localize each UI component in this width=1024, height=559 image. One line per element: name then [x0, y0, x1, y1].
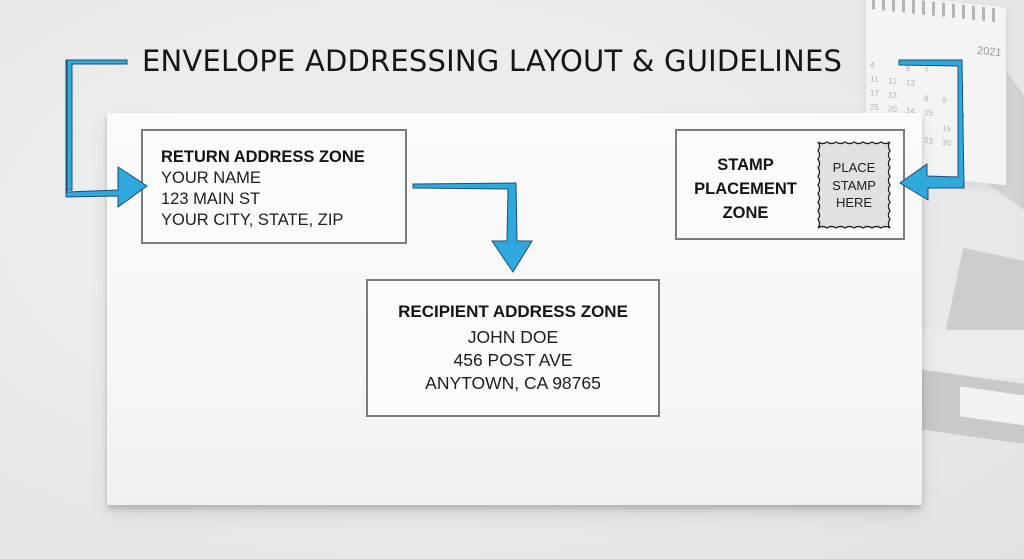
calendar-day — [906, 92, 924, 103]
calendar-day: 13 — [906, 78, 915, 88]
calendar-day: 23 — [924, 135, 933, 146]
stamp-zone-title-line: ZONE — [722, 204, 769, 222]
calendar-day: 16 — [942, 123, 951, 134]
calendar-day — [960, 140, 978, 151]
calendar-day: 6 — [906, 64, 911, 74]
calendar-year: 2021 — [976, 44, 1003, 60]
postage-stamp-icon: PLACE STAMP HERE — [815, 139, 893, 231]
diagram-title: ENVELOPE ADDRESSING LAYOUT & GUIDELINES — [142, 44, 843, 78]
calendar-day: 11 — [870, 74, 879, 85]
calendar-day: 7 — [924, 65, 929, 76]
calendar-day: 9 — [960, 111, 965, 122]
stamp-zone-title-line: STAMP — [717, 156, 774, 174]
calendar-day: 9 — [942, 95, 947, 106]
recipient-zone-title: RECIPIENT ADDRESS ZONE — [398, 302, 628, 321]
recipient-address-zone: RECIPIENT ADDRESS ZONE JOHN DOE 456 POST… — [366, 279, 660, 417]
stamp-perforated-border — [817, 141, 891, 229]
calendar-day — [888, 62, 906, 73]
calendar-day: 8 — [924, 93, 929, 104]
calendar-day: 15 — [924, 107, 933, 118]
calendar-day — [960, 70, 978, 81]
calendar-day: 2 — [960, 83, 965, 94]
calendar-day — [960, 98, 978, 109]
calendar-day: 4 — [870, 60, 875, 70]
calendar-day — [960, 126, 978, 137]
return-address-zone: RETURN ADDRESS ZONE YOUR NAME 123 MAIN S… — [141, 129, 407, 244]
calendar-day — [942, 110, 960, 121]
recipient-name: JOHN DOE — [467, 327, 559, 347]
recipient-street: 456 POST AVE — [453, 350, 573, 370]
calendar-day: 25 — [870, 102, 879, 113]
calendar-day: 12 — [888, 76, 897, 87]
stamp-zone-title: STAMP PLACEMENT ZONE — [677, 153, 814, 225]
stamp-text-line: PLACE — [832, 160, 876, 175]
calendar-day — [924, 80, 942, 91]
return-street: 123 MAIN ST — [161, 190, 261, 208]
return-zone-title: RETURN ADDRESS ZONE — [161, 148, 365, 166]
stamp-text-line: HERE — [835, 195, 873, 210]
return-city-state-zip: YOUR CITY, STATE, ZIP — [161, 211, 344, 229]
return-name: YOUR NAME — [161, 169, 261, 187]
calendar-day — [924, 122, 942, 133]
stamp-text: PLACE STAMP HERE — [815, 159, 893, 212]
calendar-day: 30 — [942, 137, 951, 148]
stamp-zone-title-line: PLACEMENT — [694, 180, 797, 198]
recipient-city-state-zip: ANYTOWN, CA 98765 — [425, 373, 601, 393]
calendar-day: 17 — [870, 88, 879, 99]
calendar-day: 13 — [888, 90, 897, 101]
stamp-placement-zone: STAMP PLACEMENT ZONE PLACE STAMP HERE — [675, 129, 905, 240]
calendar-day — [942, 82, 960, 93]
background-paper — [922, 330, 1024, 378]
calendar-day — [942, 68, 960, 79]
stamp-text-line: STAMP — [832, 177, 876, 193]
